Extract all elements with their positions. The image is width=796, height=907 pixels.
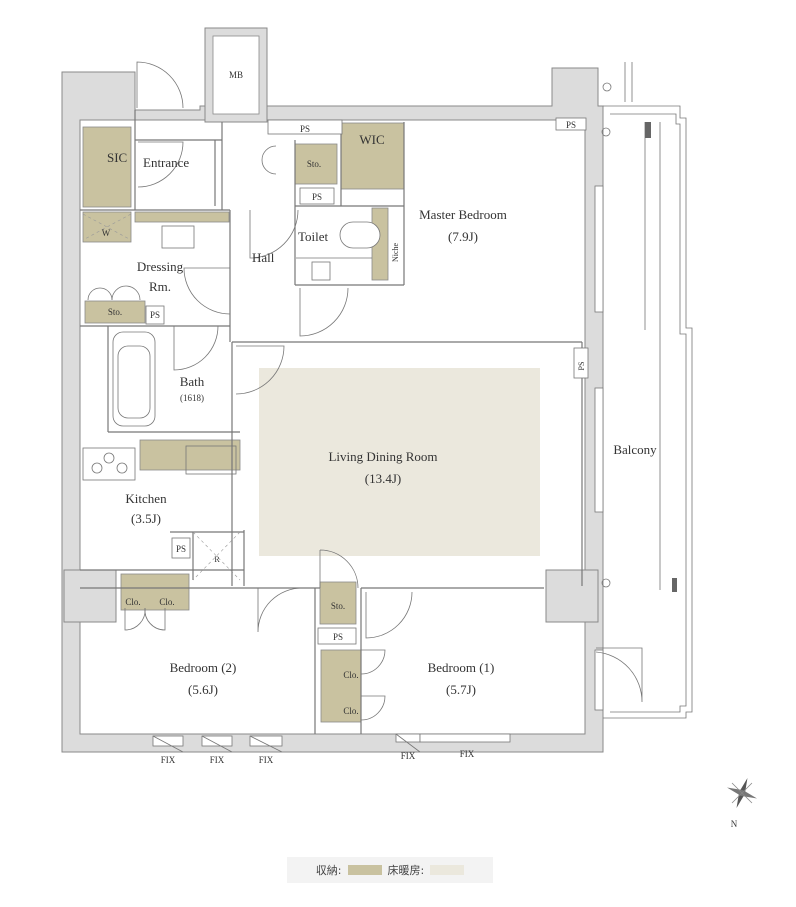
- floor-heating-area: [259, 368, 540, 556]
- label-clo-3: Clo.: [343, 670, 358, 680]
- dressing-storage: [84, 300, 146, 324]
- label-wic: WIC: [359, 132, 384, 147]
- label-fix-4: FIX: [401, 751, 416, 761]
- label-sic: SIC: [107, 150, 127, 165]
- label-clo-1: Clo.: [125, 597, 140, 607]
- label-fix-2: FIX: [210, 755, 225, 765]
- compass-north: N: [731, 819, 738, 829]
- compass-icon: N: [726, 777, 758, 829]
- wash-basin: [161, 225, 195, 249]
- label-balcony: Balcony: [613, 442, 657, 457]
- label-mb: MB: [229, 70, 243, 80]
- sic-storage: [82, 126, 132, 208]
- label-fix-3: FIX: [259, 755, 274, 765]
- fixtures: [82, 213, 381, 581]
- label-toilet: Toilet: [298, 229, 329, 244]
- label-bedroom1: Bedroom (1): [428, 660, 495, 675]
- outer-walls: [61, 27, 604, 753]
- label-bedroom1-size: (5.7J): [446, 682, 476, 697]
- balcony-area: [601, 62, 693, 719]
- label-ps-living: PS: [577, 362, 586, 371]
- label-clo-2: Clo.: [159, 597, 174, 607]
- washer-storage: [82, 211, 132, 243]
- label-kitchen-size: (3.5J): [131, 511, 161, 526]
- windows-right: [594, 185, 604, 711]
- bathtub: [112, 331, 156, 427]
- interior-walls: [80, 110, 583, 734]
- ps-boxes: [145, 117, 589, 645]
- storage-areas: [82, 122, 405, 723]
- label-bath-size: (1618): [180, 393, 204, 403]
- legend-floor-heating-label: 床暖房:: [387, 864, 425, 877]
- label-sto-hall: Sto.: [307, 159, 321, 169]
- label-ps-dressing: PS: [150, 310, 160, 320]
- label-kitchen: Kitchen: [125, 491, 167, 506]
- label-bath: Bath: [180, 374, 205, 389]
- label-ps-kitchen: PS: [176, 544, 186, 554]
- legend-storage-swatch: [347, 865, 382, 875]
- doors: [87, 61, 643, 721]
- fix-windows: [152, 733, 511, 753]
- label-ps-toilet: PS: [312, 192, 322, 202]
- label-fix-5: FIX: [460, 749, 475, 759]
- label-bedroom2-size: (5.6J): [188, 682, 218, 697]
- kitchen-counter: [139, 439, 241, 471]
- label-master-bedroom: Master Bedroom: [419, 207, 507, 222]
- toilet-bowl: [339, 221, 381, 249]
- bedroom2-closet: [120, 573, 190, 611]
- label-living-dining-size: (13.4J): [365, 471, 401, 486]
- label-ps-bed1: PS: [333, 632, 343, 642]
- label-living-dining: Living Dining Room: [328, 449, 437, 464]
- kitchen-sink: [185, 445, 237, 475]
- label-sto-dressing: Sto.: [108, 307, 122, 317]
- label-entrance: Entrance: [143, 155, 189, 170]
- label-sto-bed1: Sto.: [331, 601, 345, 611]
- stove: [82, 447, 136, 481]
- label-clo-4: Clo.: [343, 706, 358, 716]
- legend: 収納: 床暖房:: [287, 857, 493, 883]
- label-dressing: Dressing: [137, 259, 184, 274]
- label-bedroom2: Bedroom (2): [170, 660, 237, 675]
- label-ps-top: PS: [300, 124, 310, 134]
- wic-storage: [340, 122, 405, 190]
- label-fix-1: FIX: [161, 755, 176, 765]
- legend-floor-heating-swatch: [430, 865, 465, 875]
- legend-storage-label: 収納:: [315, 864, 342, 877]
- label-master-bedroom-size: (7.9J): [448, 229, 478, 244]
- hall-storage: [294, 143, 338, 185]
- label-w: W: [102, 228, 111, 238]
- label-r: R: [214, 555, 220, 564]
- label-niche: Niche: [391, 242, 400, 262]
- label-ps-top-right: PS: [566, 120, 576, 130]
- dressing-counter: [134, 211, 230, 223]
- room-labels: MB PS PS SIC Entrance Sto. PS WIC Master…: [102, 70, 657, 765]
- label-hall: Hall: [252, 250, 275, 265]
- label-dressing-rm: Rm.: [149, 279, 171, 294]
- bedroom1-storage: [319, 581, 357, 625]
